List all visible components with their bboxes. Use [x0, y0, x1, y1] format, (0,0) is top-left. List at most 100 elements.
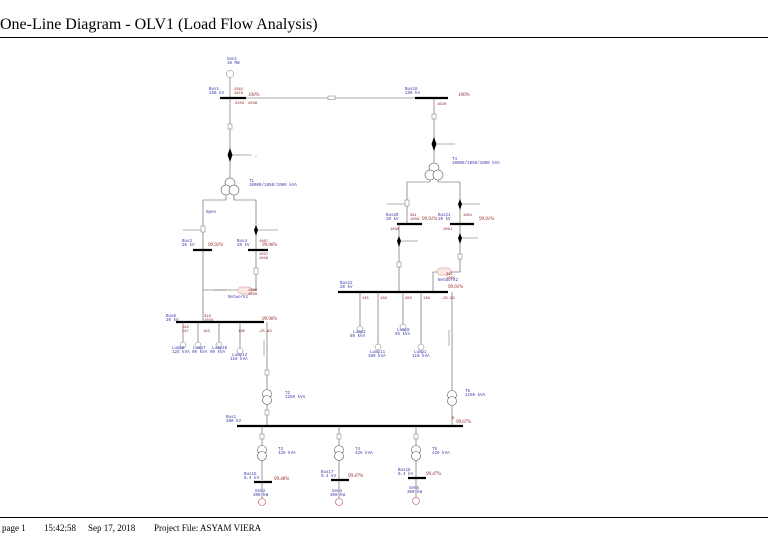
- breaker[interactable]: [404, 199, 410, 207]
- load-lump8[interactable]: [179, 341, 187, 349]
- load-gen5[interactable]: [412, 497, 420, 505]
- breaker[interactable]: [264, 409, 270, 416]
- load-rating: 300 kW: [253, 493, 269, 498]
- one-line-diagram: Gen1 10 MW Bus1 150 kV 2362 1076 2250 20…: [166, 58, 500, 506]
- load-name: Lump11: [370, 351, 386, 355]
- flow-label: 1089: [248, 289, 258, 293]
- breaker[interactable]: [396, 261, 402, 268]
- bus17-kv: 0.4 kV: [321, 474, 337, 479]
- bus-top-left-name: Bus1: [209, 88, 220, 92]
- voltage-percent: 99.91%: [479, 217, 494, 222]
- breaker[interactable]: [457, 253, 463, 260]
- footer-date: Sep 17, 2018: [88, 523, 136, 533]
- flow-label: 1038: [390, 228, 400, 232]
- breaker[interactable]: [327, 95, 336, 100]
- bus-top-right-name: Bus16: [405, 88, 418, 92]
- flow-label: 1081: [463, 214, 473, 218]
- t1-name: T1: [249, 180, 255, 184]
- load-name: Gen3: [255, 490, 266, 494]
- bus22-kv: 20 kV: [340, 285, 353, 290]
- relay-icon: [254, 225, 258, 236]
- bus20-name: Bus20: [386, 214, 399, 218]
- breaker[interactable]: [264, 369, 270, 376]
- flow-label: 0: [452, 417, 455, 421]
- svg-text:→: →: [254, 155, 257, 159]
- flow-label: -25.93: [441, 297, 455, 301]
- load-rating: 100 kVA: [368, 354, 386, 359]
- load-gen4[interactable]: [335, 498, 343, 506]
- load-name: Lump10: [212, 347, 228, 351]
- bus15-kv: 0.4 kV: [244, 476, 260, 481]
- transformer-t4[interactable]: [424, 162, 444, 181]
- generator-gen1[interactable]: [226, 70, 234, 78]
- breaker[interactable]: [336, 433, 342, 440]
- footer-time: 15:42:58: [44, 523, 77, 533]
- t1-rating: 10000/1050/1000 kVA: [249, 183, 297, 188]
- network2-name: Network2: [438, 278, 459, 283]
- load-name: Lump7: [193, 347, 206, 351]
- bus21-name: Bus21: [438, 214, 451, 218]
- flow-label: 1039: [259, 257, 269, 261]
- relay-icon: [458, 199, 462, 210]
- flow-label: 138: [423, 297, 431, 301]
- transformer-t4-low[interactable]: [334, 445, 344, 461]
- flow-label: 139: [380, 297, 388, 301]
- voltage-percent: 99.92%: [208, 243, 223, 248]
- load-lump9[interactable]: [399, 323, 407, 331]
- load-gen3[interactable]: [258, 498, 266, 506]
- load-lump11[interactable]: [374, 343, 382, 351]
- load-name: Lump1: [414, 351, 427, 355]
- t4b-name: T4: [355, 448, 361, 452]
- load-name: Gen5: [409, 487, 420, 491]
- load-lump1[interactable]: [417, 343, 425, 351]
- bus1-low-name: Bus1: [226, 416, 237, 420]
- relay-icon: [397, 236, 401, 247]
- t6-rating: 1250 kVA: [465, 393, 486, 398]
- voltage-percent: 99.47%: [348, 474, 363, 479]
- breaker[interactable]: [227, 123, 233, 130]
- load-rating: 90 kVA: [210, 350, 226, 355]
- flow-label: 1039: [248, 293, 258, 297]
- flow-label: -25.93: [258, 330, 272, 334]
- bus3-name: Bus3: [182, 240, 193, 244]
- network1-name: Network1: [228, 295, 249, 300]
- load-lump10[interactable]: [215, 341, 223, 349]
- breaker[interactable]: [259, 433, 265, 440]
- bus22-name: Bus22: [340, 282, 353, 286]
- load-name: Lump8: [172, 347, 185, 351]
- load-rating: 95 kVA: [395, 332, 411, 337]
- transformer-t2[interactable]: [262, 389, 272, 405]
- t5-rating: 429 kVA: [432, 451, 450, 456]
- load-lump7[interactable]: [194, 341, 202, 349]
- flow-label: 1087: [259, 240, 268, 244]
- transformer-t5[interactable]: [411, 445, 421, 461]
- network2[interactable]: [436, 267, 452, 276]
- flow-label: 1081: [446, 277, 456, 281]
- flow-label: 192: [182, 326, 190, 330]
- load-lump12[interactable]: [236, 347, 244, 355]
- breaker[interactable]: [253, 267, 259, 275]
- bus21-kv: 20 kV: [438, 217, 451, 222]
- transformer-t6[interactable]: [447, 390, 457, 406]
- footer-page: page 1: [2, 523, 26, 533]
- t4-name: T4: [452, 158, 458, 162]
- t5-name: T5: [432, 448, 438, 452]
- voltage-percent: 100%: [248, 93, 260, 98]
- t3-rating: 429 kVA: [278, 451, 296, 456]
- load-name: Lump9: [397, 329, 410, 333]
- flow-label: 1039: [204, 319, 214, 323]
- flow-label: 1620: [437, 103, 447, 107]
- load-lump3[interactable]: [356, 325, 364, 333]
- bus4-name: Bus4: [237, 240, 248, 244]
- load-rating: 80 kVA: [350, 334, 366, 339]
- voltage-percent: 99.96%: [262, 317, 277, 322]
- voltage-percent: 99.91%: [448, 285, 463, 290]
- voltage-percent: 99.47%: [426, 472, 441, 477]
- breaker[interactable]: [200, 225, 206, 233]
- transformer-t1[interactable]: [220, 177, 240, 196]
- transformer-t3[interactable]: [257, 445, 267, 461]
- flow-label: 187: [182, 330, 189, 334]
- breaker[interactable]: [413, 433, 419, 440]
- breaker[interactable]: [431, 113, 437, 120]
- network1[interactable]: [237, 286, 253, 295]
